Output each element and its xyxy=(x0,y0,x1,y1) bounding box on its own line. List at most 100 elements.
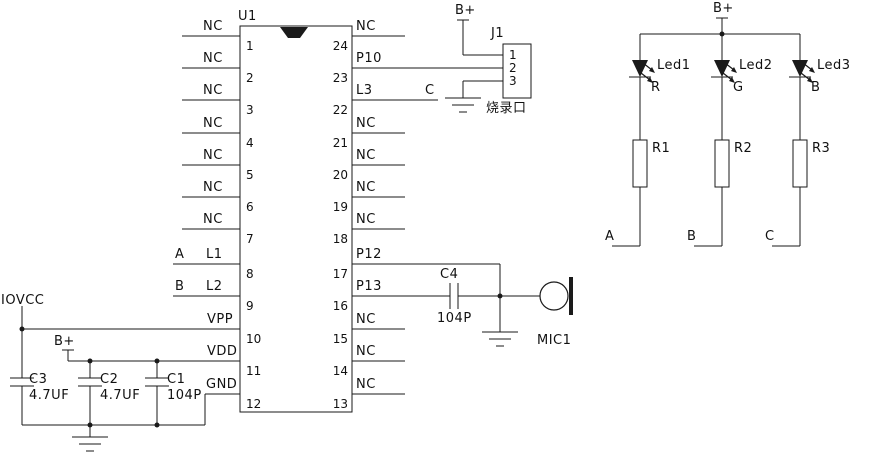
pin-number: 9 xyxy=(246,299,254,313)
pin-number: 5 xyxy=(246,168,254,182)
led3-icon xyxy=(792,60,808,77)
bplus-label-j1: B+ xyxy=(455,3,476,18)
pin-number: 3 xyxy=(246,103,254,117)
cap-value-c2: 4.7UF xyxy=(100,388,141,403)
ground-symbol-j1 xyxy=(445,97,481,113)
cap-ref-c1: C1 xyxy=(167,372,186,387)
net-label-a: A xyxy=(605,229,615,244)
pin-label: L2 xyxy=(206,279,223,294)
net-label-c: C xyxy=(425,83,435,98)
led-ref: Led2 xyxy=(739,58,773,73)
pin-number: 19 xyxy=(332,200,348,214)
pin-number: 7 xyxy=(246,232,254,246)
pin-number: 22 xyxy=(332,103,348,117)
pin-label: L1 xyxy=(206,247,223,262)
connector-ref: J1 xyxy=(491,26,505,41)
mic-ref: MIC1 xyxy=(537,333,572,348)
pin-label: NC xyxy=(203,148,223,163)
pin-number: 16 xyxy=(332,299,348,313)
ground-symbol-main xyxy=(72,436,108,452)
pin-label: P13 xyxy=(356,279,382,294)
connector-pin: 1 xyxy=(509,48,517,62)
pin-label: NC xyxy=(203,19,223,34)
led2-icon xyxy=(714,60,730,77)
pin-label: NC xyxy=(203,180,223,195)
net-label-a: A xyxy=(175,247,185,262)
pin-number: 23 xyxy=(332,71,348,85)
pin-label: NC xyxy=(356,212,376,227)
net-label-c: C xyxy=(765,229,775,244)
cap-ref-c3: C3 xyxy=(29,372,48,387)
pin-number: 15 xyxy=(332,332,348,346)
pin-number: 20 xyxy=(332,168,348,182)
pin-number: 10 xyxy=(246,332,262,346)
resistor-ref: R2 xyxy=(734,141,753,156)
pin-label: NC xyxy=(356,19,376,34)
capacitor-c2 xyxy=(78,377,102,387)
led-ref: Led1 xyxy=(657,58,691,73)
microphone-icon xyxy=(539,281,569,311)
pin-number: 21 xyxy=(332,136,348,150)
pin-label: NC xyxy=(356,116,376,131)
bplus-label-vdd: B+ xyxy=(54,334,75,349)
connector-pin: 3 xyxy=(509,74,517,88)
resistor-r3 xyxy=(792,139,808,188)
pin-label: NC xyxy=(203,83,223,98)
mic-backplate xyxy=(569,277,573,315)
cap-value-c4: 104P xyxy=(437,311,472,326)
iovcc-label: IOVCC xyxy=(1,293,45,308)
pin-label: NC xyxy=(203,212,223,227)
symbol-layer xyxy=(539,62,813,311)
pin-number: 13 xyxy=(332,397,348,411)
connector-pin: 2 xyxy=(509,61,517,75)
pin-label: NC xyxy=(356,344,376,359)
pin-number: 17 xyxy=(332,267,348,281)
chip-ref: U1 xyxy=(238,9,257,24)
capacitor-c4 xyxy=(449,283,459,309)
wire-layer xyxy=(10,17,811,452)
resistor-r1 xyxy=(632,139,648,188)
net-label-b: B xyxy=(175,279,185,294)
pin-number: 1 xyxy=(246,39,254,53)
pin-label: P10 xyxy=(356,51,382,66)
pin-number: 6 xyxy=(246,200,254,214)
led1-icon xyxy=(632,60,648,77)
led-color: G xyxy=(733,80,744,95)
pin-label: NC xyxy=(356,377,376,392)
capacitor-c1 xyxy=(145,377,169,387)
pin-label: NC xyxy=(356,312,376,327)
net-label-b: B xyxy=(687,229,697,244)
resistor-r2 xyxy=(714,139,730,188)
cap-value-c3: 4.7UF xyxy=(29,388,70,403)
led-color: R xyxy=(651,80,661,95)
pin-label: NC xyxy=(356,180,376,195)
resistor-ref: R1 xyxy=(652,141,671,156)
cap-value-c1: 104P xyxy=(167,388,202,403)
resistor-ref: R3 xyxy=(812,141,831,156)
bplus-label-led: B+ xyxy=(713,1,734,16)
pin-number: 4 xyxy=(246,136,254,150)
chip-notch xyxy=(280,27,308,38)
pin-label: VPP xyxy=(207,312,234,327)
pin-number: 8 xyxy=(246,267,254,281)
connector-outline xyxy=(502,43,532,99)
pin-label: GND xyxy=(206,377,238,392)
pin-number: 14 xyxy=(332,364,348,378)
pin-label: P12 xyxy=(356,247,382,262)
pin-label: L3 xyxy=(356,83,373,98)
cap-ref-c2: C2 xyxy=(100,372,119,387)
pin-label: NC xyxy=(356,148,376,163)
pin-number: 12 xyxy=(246,397,262,411)
pin-number: 18 xyxy=(332,232,348,246)
connector-caption: 烧录口 xyxy=(486,101,527,116)
cap-ref-c4: C4 xyxy=(440,267,459,282)
led-ref: Led3 xyxy=(817,58,851,73)
pin-label: NC xyxy=(203,116,223,131)
led-color: B xyxy=(811,80,821,95)
pin-number: 24 xyxy=(332,39,348,53)
chip-outline xyxy=(239,25,353,413)
ground-symbol-mic xyxy=(482,331,518,347)
filled-layer xyxy=(19,27,815,428)
